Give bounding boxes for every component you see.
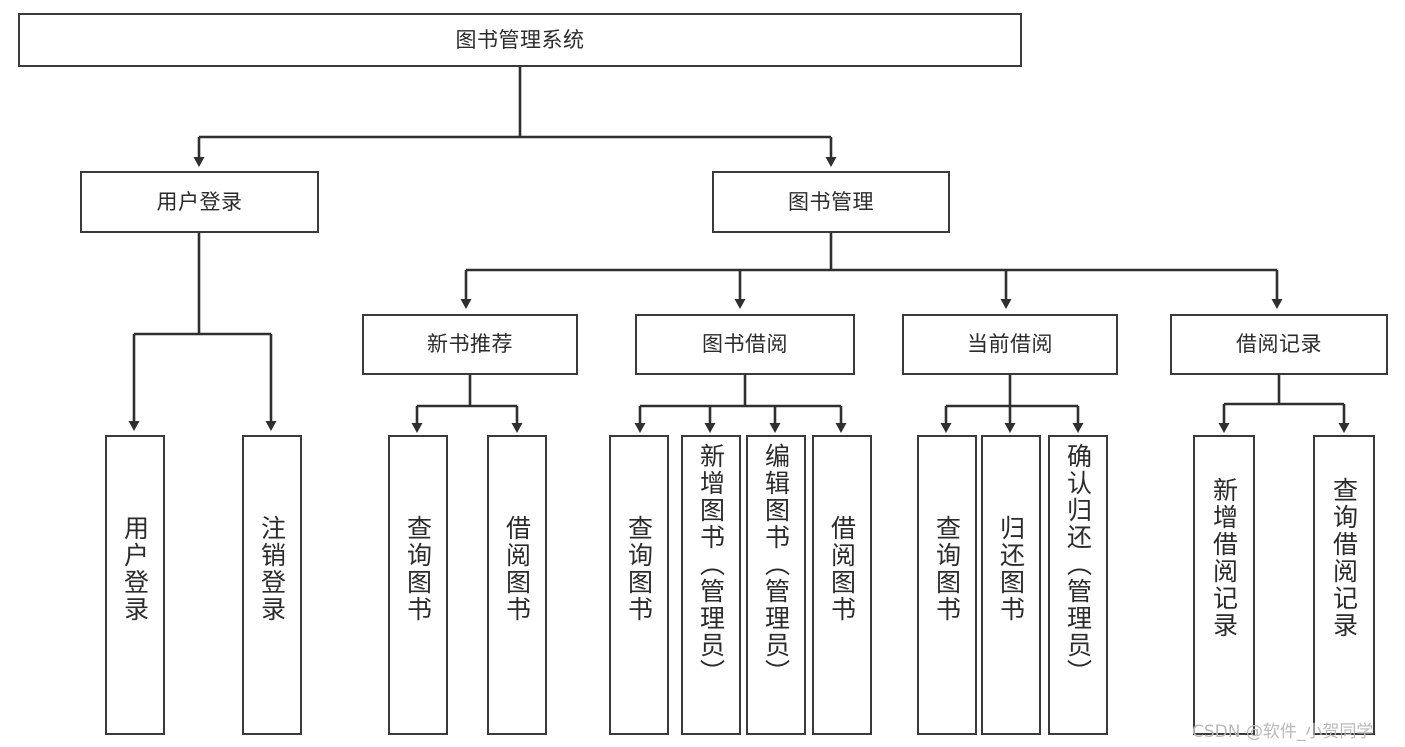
- node-label: 查询图书: [932, 515, 962, 623]
- csdn-watermark: CSDN @软件_小贺同学: [1192, 722, 1374, 742]
- node-borrow-records[interactable]: 借阅记录: [1170, 314, 1388, 375]
- leaf-query-borrow-record[interactable]: 查询借阅记录: [1313, 435, 1375, 735]
- leaf-query-book-borrow[interactable]: 查询图书: [609, 435, 669, 735]
- node-root-system[interactable]: 图书管理系统: [18, 13, 1022, 67]
- leaf-add-book-admin[interactable]: 新增图书（管理员）: [681, 435, 741, 735]
- leaf-confirm-return-admin[interactable]: 确认归还（管理员）: [1048, 435, 1108, 735]
- node-book-management[interactable]: 图书管理: [712, 171, 950, 233]
- node-label: 确认归还（管理员）: [1063, 443, 1093, 686]
- node-label: 查询图书: [403, 515, 433, 623]
- node-new-book-recommend[interactable]: 新书推荐: [362, 314, 578, 375]
- leaf-logout[interactable]: 注销登录: [242, 435, 302, 735]
- node-label: 当前借阅: [967, 332, 1053, 357]
- node-label: 归还图书: [996, 515, 1026, 623]
- node-label: 用户登录: [120, 515, 150, 623]
- node-label: 借阅记录: [1236, 332, 1322, 357]
- node-label: 编辑图书（管理员）: [761, 443, 791, 686]
- node-label: 注销登录: [257, 515, 287, 623]
- node-label: 用户登录: [156, 189, 243, 214]
- leaf-return-book[interactable]: 归还图书: [981, 435, 1041, 735]
- leaf-add-borrow-record[interactable]: 新增借阅记录: [1193, 435, 1255, 735]
- node-current-borrow[interactable]: 当前借阅: [902, 314, 1118, 375]
- node-label: 新增图书（管理员）: [696, 443, 726, 686]
- node-label: 图书管理系统: [455, 27, 585, 52]
- leaf-query-book-current[interactable]: 查询图书: [917, 435, 977, 735]
- leaf-borrow-book-recommend[interactable]: 借阅图书: [487, 435, 547, 735]
- node-label: 查询借阅记录: [1329, 477, 1359, 639]
- node-label: 图书管理: [788, 189, 874, 214]
- node-label: 查询图书: [624, 515, 654, 623]
- node-label: 借阅图书: [827, 515, 857, 623]
- node-label: 借阅图书: [502, 515, 532, 623]
- node-user-login[interactable]: 用户登录: [80, 171, 319, 233]
- node-label: 图书借阅: [702, 332, 788, 357]
- leaf-borrow-book[interactable]: 借阅图书: [812, 435, 872, 735]
- node-label: 新书推荐: [427, 332, 513, 357]
- node-book-borrow[interactable]: 图书借阅: [635, 314, 855, 375]
- leaf-query-book-recommend[interactable]: 查询图书: [388, 435, 448, 735]
- node-label: 新增借阅记录: [1209, 477, 1239, 639]
- leaf-user-login[interactable]: 用户登录: [105, 435, 165, 735]
- leaf-edit-book-admin[interactable]: 编辑图书（管理员）: [746, 435, 806, 735]
